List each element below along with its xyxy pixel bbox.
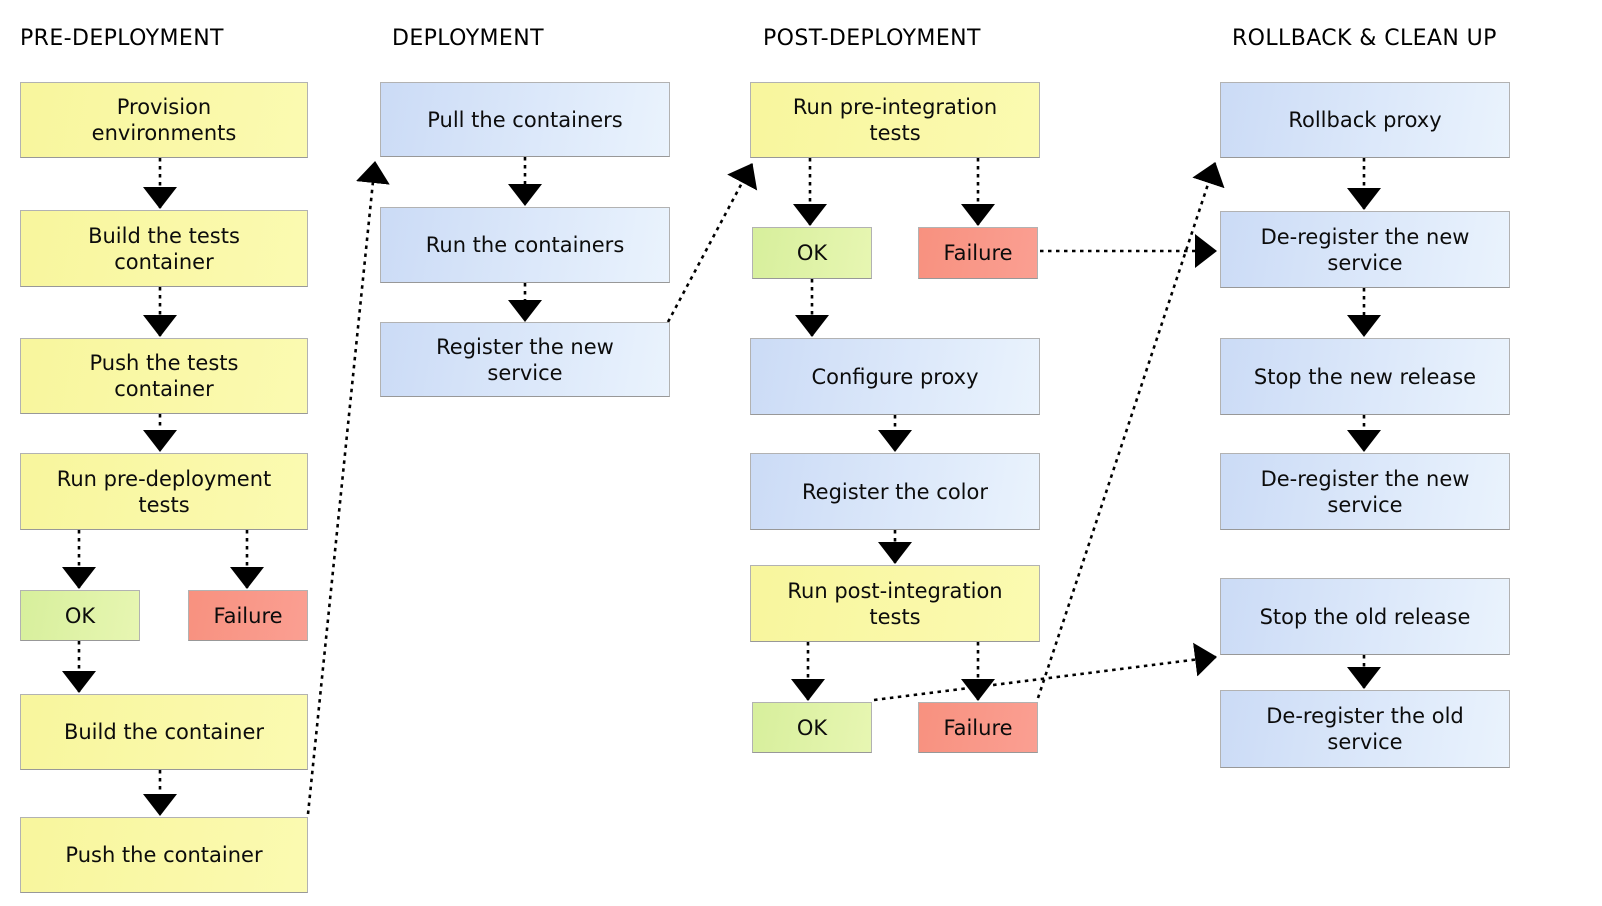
column-title-pre-deployment: PRE-DEPLOYMENT bbox=[20, 26, 224, 51]
node-predeploy-failure: Failure bbox=[188, 590, 308, 641]
edge-register-service-to-preintegration bbox=[666, 163, 758, 323]
node-stop-the-new-release: Stop the new release bbox=[1220, 338, 1510, 415]
node-preintegration-failure: Failure bbox=[918, 227, 1038, 279]
node-rollback-proxy: Rollback proxy bbox=[1220, 82, 1510, 158]
node-build-the-tests-container: Build the tests container bbox=[20, 210, 308, 287]
edge-postintegration-ok-to-stop-old bbox=[873, 642, 1217, 702]
column-title-rollback-clean-up: ROLLBACK & CLEAN UP bbox=[1232, 26, 1497, 51]
edge-postintegration-failure-to-rollback-proxy bbox=[1036, 162, 1225, 699]
node-register-the-new-service: Register the new service bbox=[380, 322, 670, 397]
node-build-the-container: Build the container bbox=[20, 694, 308, 770]
column-title-post-deployment: POST-DEPLOYMENT bbox=[763, 26, 981, 51]
node-configure-proxy: Configure proxy bbox=[750, 338, 1040, 415]
node-run-post-integration-tests: Run post-integration tests bbox=[750, 565, 1040, 642]
node-push-the-tests-container: Push the tests container bbox=[20, 338, 308, 414]
node-pull-the-containers: Pull the containers bbox=[380, 82, 670, 157]
node-run-pre-integration-tests: Run pre-integration tests bbox=[750, 82, 1040, 158]
edge-push-container-to-pull-containers bbox=[306, 161, 390, 815]
node-deregister-the-old-service: De-register the old service bbox=[1220, 690, 1510, 768]
node-postintegration-ok: OK bbox=[752, 702, 872, 753]
node-deregister-the-new-service-1: De-register the new service bbox=[1220, 211, 1510, 288]
node-run-the-containers: Run the containers bbox=[380, 207, 670, 283]
node-register-the-color: Register the color bbox=[750, 453, 1040, 530]
node-push-the-container: Push the container bbox=[20, 817, 308, 893]
node-stop-the-old-release: Stop the old release bbox=[1220, 578, 1510, 655]
node-deregister-the-new-service-2: De-register the new service bbox=[1220, 453, 1510, 530]
node-predeploy-ok: OK bbox=[20, 590, 140, 641]
node-preintegration-ok: OK bbox=[752, 227, 872, 279]
node-run-pre-deployment-tests: Run pre-deployment tests bbox=[20, 453, 308, 530]
node-postintegration-failure: Failure bbox=[918, 702, 1038, 753]
column-title-deployment: DEPLOYMENT bbox=[392, 26, 544, 51]
node-provision-environments: Provision environments bbox=[20, 82, 308, 158]
